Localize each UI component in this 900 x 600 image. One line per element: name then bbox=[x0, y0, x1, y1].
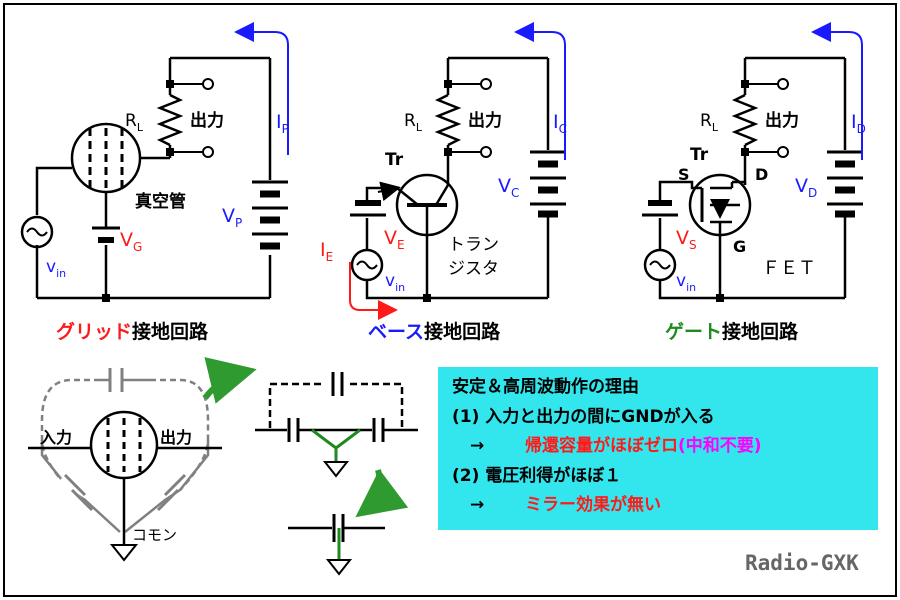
transistor-ve-label: VE bbox=[384, 227, 405, 252]
tube-output-label: 出力 bbox=[190, 110, 224, 131]
tube-vg-label: VG bbox=[120, 229, 142, 254]
tube-ip-label: IP bbox=[276, 111, 289, 136]
info-arrow2: → bbox=[470, 495, 484, 515]
tube-rl-label: RL bbox=[125, 111, 144, 134]
transistor-nodes bbox=[423, 78, 492, 302]
fet-vs-label: VS bbox=[676, 227, 697, 252]
ie-current-arrow bbox=[349, 262, 398, 320]
transistor-caption: ベース接地回路 bbox=[368, 320, 501, 343]
info-title: 安定＆高周波動作の理由 bbox=[452, 376, 639, 397]
fet-id-label: ID bbox=[851, 111, 866, 136]
fet-output-label: 出力 bbox=[765, 110, 799, 131]
bottom-tube-diagram bbox=[28, 368, 222, 562]
ic-current-arrow bbox=[514, 22, 566, 160]
fet-g-label: G bbox=[733, 237, 746, 256]
transistor-tr-label: Tr bbox=[385, 150, 404, 170]
outer-frame bbox=[3, 3, 897, 597]
tube-label: 真空管 bbox=[135, 191, 186, 212]
credit-text: Radio-GXK bbox=[745, 551, 859, 575]
transistor-vin-label: vin bbox=[385, 271, 405, 294]
transistor-vc-label: VC bbox=[498, 175, 519, 200]
tube-vin-label: vin bbox=[46, 257, 66, 280]
transistor-output-label: 出力 bbox=[468, 110, 502, 131]
info-arrow1: → bbox=[470, 436, 484, 456]
fet-caption: ゲート接地回路 bbox=[665, 320, 799, 343]
transistor-label-line1: トラン bbox=[448, 235, 499, 255]
info-line2: (2) 電圧利得がほぼ１ bbox=[452, 465, 621, 486]
bottom-output-label: 出力 bbox=[160, 428, 192, 447]
transistor-ic-label: IC bbox=[553, 111, 567, 136]
fet-rl-label: RL bbox=[700, 111, 719, 134]
tube-caption: グリッド接地回路 bbox=[56, 320, 209, 343]
fet-nodes bbox=[716, 78, 789, 302]
bottom-input-label: 入力 bbox=[40, 428, 72, 447]
bottom-common-label: コモン bbox=[132, 526, 177, 544]
info-line2b: ミラー効果が無い bbox=[525, 494, 661, 515]
tube-nodes bbox=[102, 78, 214, 302]
fet-d-label: D bbox=[755, 165, 768, 184]
transistor-emitter-arrow bbox=[377, 181, 401, 202]
fet-label: ＦＥＴ bbox=[762, 258, 816, 279]
info-box bbox=[438, 367, 878, 530]
info-line1b: 帰還容量がほぼゼロ(中和不要) bbox=[525, 435, 762, 456]
transistor-ie-label: IE bbox=[320, 239, 333, 264]
transistor-label-line2: ジスタ bbox=[448, 259, 499, 279]
equivalent-circuit bbox=[255, 372, 418, 576]
id-current-arrow bbox=[811, 22, 863, 160]
green-arrow-2 bbox=[355, 469, 409, 518]
transistor-circuit bbox=[350, 56, 566, 300]
transistor-rl-label: RL bbox=[404, 111, 423, 134]
tube-vp-label: VP bbox=[222, 205, 242, 230]
fet-circuit bbox=[642, 56, 863, 300]
info-line1: (1) 入力と出力の間にGNDが入る bbox=[452, 406, 715, 427]
green-arrow-1 bbox=[202, 357, 257, 404]
fet-vd-label: VD bbox=[795, 175, 817, 200]
fet-tr-label: Tr bbox=[690, 145, 709, 165]
fet-vin-label: vin bbox=[676, 271, 696, 294]
ip-current-arrow bbox=[234, 22, 289, 155]
fet-s-label: S bbox=[678, 165, 690, 184]
tube-circuit bbox=[20, 56, 288, 300]
